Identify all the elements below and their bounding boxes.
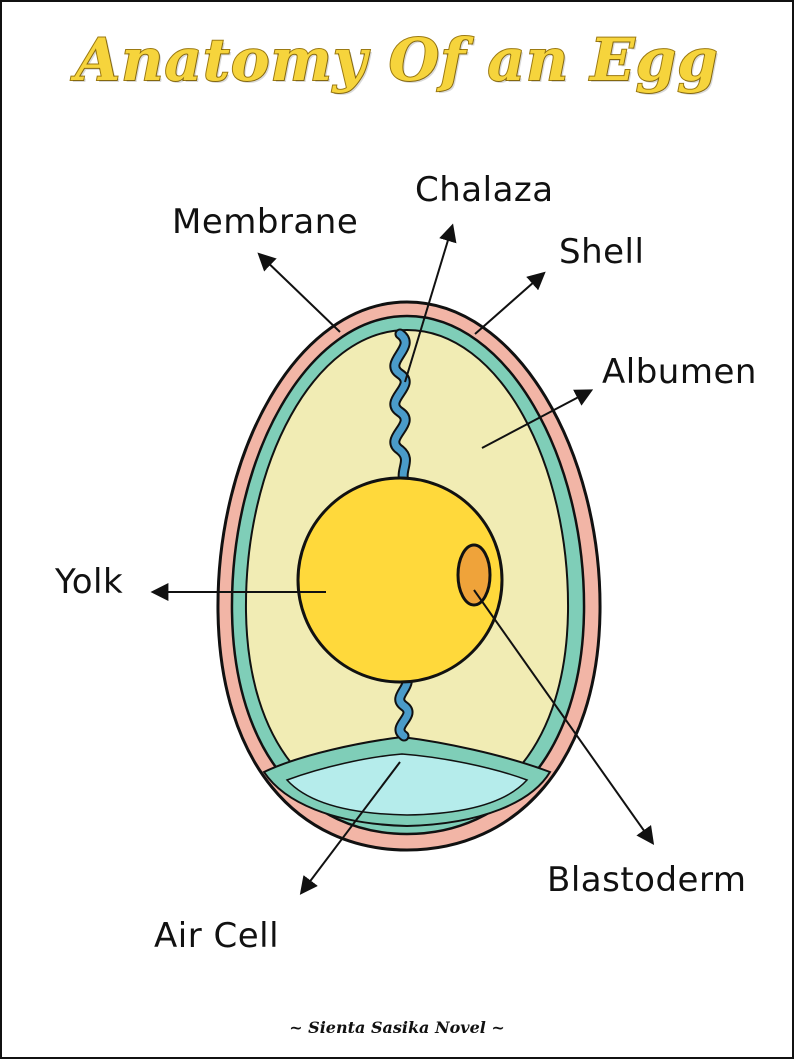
page-title: Anatomy Of an Egg <box>74 25 719 95</box>
label-membrane: Membrane <box>172 202 359 242</box>
air-cell-pointer <box>299 761 401 895</box>
chalaza-upper-fill <box>391 330 409 486</box>
label-chalaza: Chalaza <box>415 170 554 210</box>
label-albumen: Albumen <box>602 352 757 392</box>
albumen-pointer <box>481 389 594 449</box>
chalaza-pointer <box>404 223 457 383</box>
membrane-pointer <box>257 252 341 333</box>
egg-yolk <box>296 476 504 684</box>
label-yolk: Yolk <box>55 562 124 602</box>
label-air-cell: Air Cell <box>154 916 280 956</box>
egg-blastoderm <box>456 543 492 607</box>
chalaza-lower-fill <box>396 670 412 740</box>
blastoderm-pointer <box>473 589 655 845</box>
shell-pointer <box>474 271 546 335</box>
label-shell: Shell <box>559 232 645 272</box>
label-blastoderm: Blastoderm <box>547 860 747 900</box>
author-credit: ~ Sienta Sasika Novel ~ <box>289 1018 505 1037</box>
egg-air-cell <box>285 753 529 816</box>
